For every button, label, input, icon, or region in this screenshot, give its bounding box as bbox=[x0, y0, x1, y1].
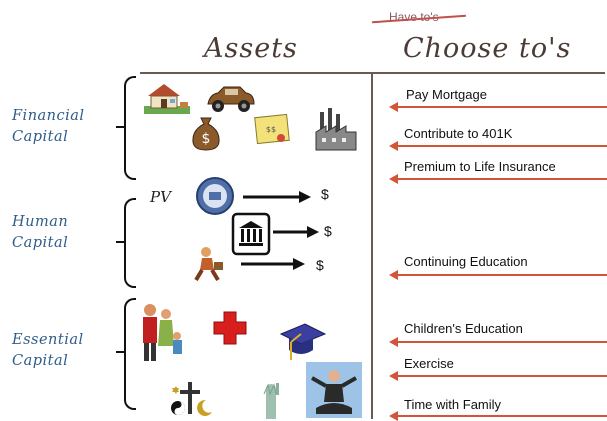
family-icon bbox=[143, 304, 182, 361]
arrow-contribute-401k bbox=[396, 145, 607, 147]
arrow-pay-mortgage bbox=[396, 106, 607, 108]
bond-certificate-icon: $$ bbox=[254, 113, 290, 145]
arrow-life-insurance bbox=[396, 178, 607, 180]
dollar-3: $ bbox=[316, 257, 324, 273]
house-icon bbox=[144, 84, 190, 114]
arrowhead-continuing-education bbox=[389, 270, 398, 280]
essential-bracket-point bbox=[116, 351, 124, 353]
arrow-childrens-education bbox=[396, 341, 607, 343]
car-icon bbox=[207, 86, 255, 112]
red-cross-icon bbox=[213, 311, 247, 345]
bank-building-icon bbox=[231, 212, 271, 256]
walking-man-icon bbox=[194, 247, 223, 282]
human-bracket bbox=[124, 198, 136, 288]
statue-of-liberty-icon bbox=[263, 383, 279, 419]
choice-childrens-education: Children's Education bbox=[404, 321, 523, 336]
choice-pay-mortgage: Pay Mortgage bbox=[406, 87, 487, 102]
financial-bracket bbox=[124, 76, 136, 180]
choice-continuing-education: Continuing Education bbox=[404, 254, 528, 269]
meditation-icon bbox=[306, 362, 362, 418]
svg-text:$$: $$ bbox=[266, 125, 276, 134]
arrowhead-exercise bbox=[389, 371, 398, 381]
arrow-exercise bbox=[396, 375, 607, 377]
dollar-1: $ bbox=[321, 186, 329, 202]
human-capital-line1: Human bbox=[12, 214, 69, 230]
essential-capital-line2: Capital bbox=[12, 353, 69, 369]
arrowhead-childrens-education bbox=[389, 337, 398, 347]
choice-time-with-family: Time with Family bbox=[404, 397, 502, 412]
pv-arrow-1 bbox=[243, 191, 311, 203]
essential-bracket bbox=[124, 298, 136, 410]
essential-capital-line1: Essential bbox=[12, 332, 84, 348]
human-capital-label: Human Capital bbox=[12, 212, 68, 254]
arrowhead-time-with-family bbox=[389, 411, 398, 421]
arrow-time-with-family bbox=[396, 415, 607, 417]
dollar-2: $ bbox=[324, 223, 332, 239]
financial-capital-line1: Financial bbox=[12, 108, 85, 124]
religious-symbols-icon bbox=[171, 382, 212, 416]
column-divider bbox=[371, 72, 373, 419]
pv-label: PV bbox=[150, 188, 171, 206]
graduation-cap-icon bbox=[279, 323, 327, 360]
pv-arrow-3 bbox=[241, 258, 305, 270]
financial-bracket-point bbox=[116, 126, 124, 128]
financial-capital-line2: Capital bbox=[12, 129, 69, 145]
pv-arrow-2 bbox=[273, 226, 319, 238]
choice-exercise: Exercise bbox=[404, 356, 454, 371]
human-bracket-point bbox=[116, 241, 124, 243]
financial-capital-label: Financial Capital bbox=[12, 106, 85, 148]
assets-heading: Assets bbox=[204, 33, 298, 64]
choice-life-insurance: Premium to Life Insurance bbox=[404, 159, 556, 174]
choice-contribute-401k: Contribute to 401K bbox=[404, 126, 513, 141]
arrowhead-life-insurance bbox=[389, 174, 398, 184]
factory-icon bbox=[315, 108, 357, 151]
arrowhead-pay-mortgage bbox=[389, 102, 398, 112]
money-bag-icon: $ bbox=[192, 117, 220, 151]
arrow-continuing-education bbox=[396, 274, 607, 276]
essential-capital-label: Essential Capital bbox=[12, 330, 84, 372]
arrowhead-contribute-401k bbox=[389, 141, 398, 151]
human-capital-line2: Capital bbox=[12, 235, 69, 251]
svg-text:$: $ bbox=[202, 131, 211, 147]
choose-tos-heading: Choose to's bbox=[403, 33, 572, 64]
seal-icon bbox=[196, 177, 234, 215]
